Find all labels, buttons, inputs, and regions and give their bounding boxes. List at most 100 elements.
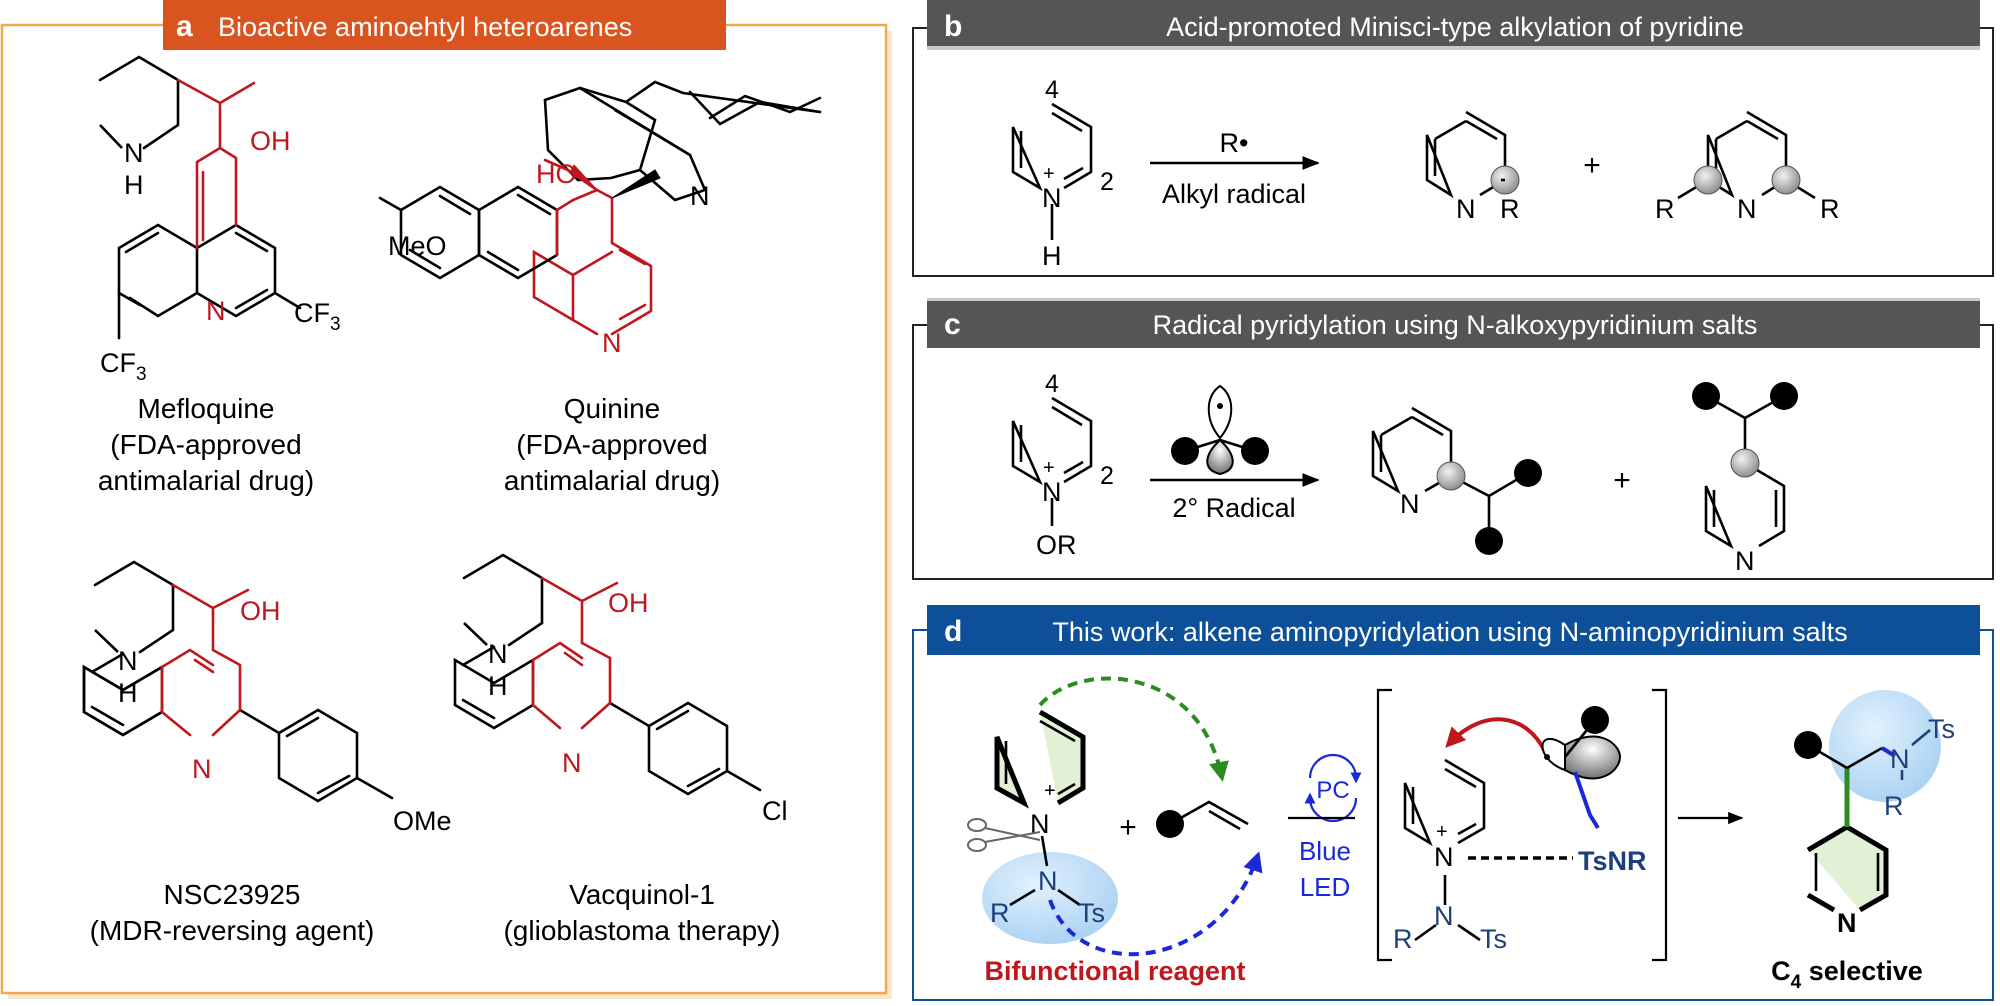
mefloquine-nh-n: N <box>124 138 144 168</box>
vacquinol-nh-h: H <box>488 671 508 701</box>
product-b-bis-r-left: R <box>1655 194 1675 224</box>
nsc-nh-n: N <box>118 646 138 676</box>
panel-d-title: This work: alkene aminopyridylation usin… <box>1052 617 1847 647</box>
panel-c-condition: 2° Radical <box>1172 493 1295 523</box>
nsc-structure <box>82 560 394 803</box>
pyridinium-b <box>1011 102 1093 240</box>
reagent-charge: + <box>1044 780 1056 802</box>
product-b-bis-carbon-right <box>1771 165 1801 195</box>
pyridinium-c-or: OR <box>1036 530 1077 560</box>
nsc-name: NSC23925 <box>164 879 301 910</box>
panel-c-letter: c <box>944 308 961 341</box>
product-d-n-ring: N <box>1837 908 1857 938</box>
nsc-ring-n: N <box>192 754 212 784</box>
vacquinol-nh-n: N <box>488 639 508 669</box>
panel-a-title: Bioactive aminoehtyl heteroarenes <box>218 12 632 42</box>
nsc-oh: OH <box>240 596 281 626</box>
pc-cycle-icon <box>1304 753 1362 823</box>
mefloquine-cf3-right: CF3 <box>294 298 341 335</box>
product-b-bis-carbon-left <box>1693 165 1723 195</box>
panel-d-header <box>927 605 1980 655</box>
product-b-bis-n: N <box>1737 194 1757 224</box>
scissors-icon <box>967 818 1041 852</box>
product-b-mono <box>1425 110 1507 199</box>
quinine-line2: (FDA-approved <box>516 429 707 460</box>
pyridinium-b-pos2: 2 <box>1100 168 1114 196</box>
panel-a-header <box>163 0 726 50</box>
nsc-line2: (MDR-reversing agent) <box>90 915 375 946</box>
quinine-structure <box>378 80 822 336</box>
product-c-c4-group-2 <box>1770 382 1798 410</box>
blue-dashed-arrow <box>1048 851 1263 957</box>
reagent-pyridinium <box>994 709 1086 907</box>
quinine-wedge <box>569 164 598 191</box>
mefloquine-name: Mefloquine <box>138 393 275 424</box>
secondary-radical-icon <box>1171 384 1269 476</box>
quinine-wedge-2 <box>611 169 661 199</box>
intermediate-n-ring: N <box>1434 842 1454 872</box>
panel-b-frame <box>912 27 1994 277</box>
pyridinium-b-pos4: 4 <box>1045 76 1059 104</box>
pyridinium-c-pos4: 4 <box>1045 370 1059 398</box>
mefloquine-line3: antimalarial drug) <box>98 465 314 496</box>
product-c-c4-n: N <box>1735 546 1755 576</box>
intermediate-tsnr: TsNR <box>1578 846 1647 876</box>
panel-c-header <box>927 298 1980 348</box>
panel-c-header-rule <box>927 298 1980 301</box>
vacquinol-cl: Cl <box>762 796 788 826</box>
product-d-ts: Ts <box>1928 714 1955 744</box>
product-d <box>1794 729 1931 913</box>
mefloquine-oh: OH <box>250 126 291 156</box>
panel-b-plus: + <box>1583 149 1601 182</box>
panel-b-header-rule <box>927 46 1980 50</box>
product-c-c2-group-1 <box>1514 459 1542 487</box>
product-c-c4-carbon <box>1730 448 1760 478</box>
mefloquine-structure <box>98 55 302 340</box>
intermediate-r: R <box>1393 924 1413 954</box>
mefloquine-ring-n: N <box>206 296 226 326</box>
quinine-meo: MeO <box>388 231 447 261</box>
reagent-ts: Ts <box>1078 898 1105 928</box>
quinine-ring-n: N <box>602 328 622 358</box>
product-c-c2-group-2 <box>1475 527 1503 555</box>
pyridinium-c-pos2: 2 <box>1100 462 1114 490</box>
pyridinium-c-charge: + <box>1043 457 1055 479</box>
bracket-right <box>1652 688 1668 962</box>
panel-d-plus-1: + <box>1119 811 1137 844</box>
panel-c: c Radical pyridylation using N-alkoxypyr… <box>912 298 1994 580</box>
panel-d-frame <box>912 629 1994 1001</box>
intermediate-n-amine: N <box>1434 901 1454 931</box>
nsc-nh-h: H <box>118 678 138 708</box>
pyridinium-b-charge: + <box>1043 163 1055 185</box>
mefloquine-line2: (FDA-approved <box>110 429 301 460</box>
product-bubble <box>1829 690 1941 802</box>
intermediate-pyridinium <box>1403 758 1486 942</box>
product-b-mono-r: R <box>1500 194 1520 224</box>
reagent-r: R <box>990 898 1010 928</box>
quinine-line3: antimalarial drug) <box>504 465 720 496</box>
product-b-mono-n: N <box>1456 194 1476 224</box>
reagent-n-amine: N <box>1038 866 1058 896</box>
panel-b-header <box>927 0 1980 50</box>
pyridinium-b-n: N <box>1042 183 1062 213</box>
red-curved-arrow <box>1445 717 1547 753</box>
vacquinol-ring-n: N <box>562 748 582 778</box>
pyridinium-c-n: N <box>1042 477 1062 507</box>
panel-c-title: Radical pyridylation using N-alkoxypyrid… <box>1153 310 1758 340</box>
product-c-c4-group-1 <box>1692 382 1720 410</box>
bracket-left <box>1376 688 1392 962</box>
reagent-n-ring: N <box>1030 809 1050 839</box>
blue-led-line1: Blue <box>1299 836 1351 866</box>
vacquinol-structure <box>453 553 762 796</box>
product-b-bis-r-right: R <box>1820 194 1840 224</box>
intermediate-charge: + <box>1436 821 1448 843</box>
panel-b-condition: Alkyl radical <box>1162 179 1306 209</box>
nsc-ome: OMe <box>393 806 452 836</box>
intermediate-ts: Ts <box>1480 924 1507 954</box>
panel-d-letter: d <box>944 615 962 648</box>
product-d-r: R <box>1884 791 1904 821</box>
product-c-c2-n: N <box>1400 489 1420 519</box>
panel-b: b Acid-promoted Minisci-type alkylation … <box>912 0 1994 277</box>
panel-b-title: Acid-promoted Minisci-type alkylation of… <box>1166 12 1744 42</box>
